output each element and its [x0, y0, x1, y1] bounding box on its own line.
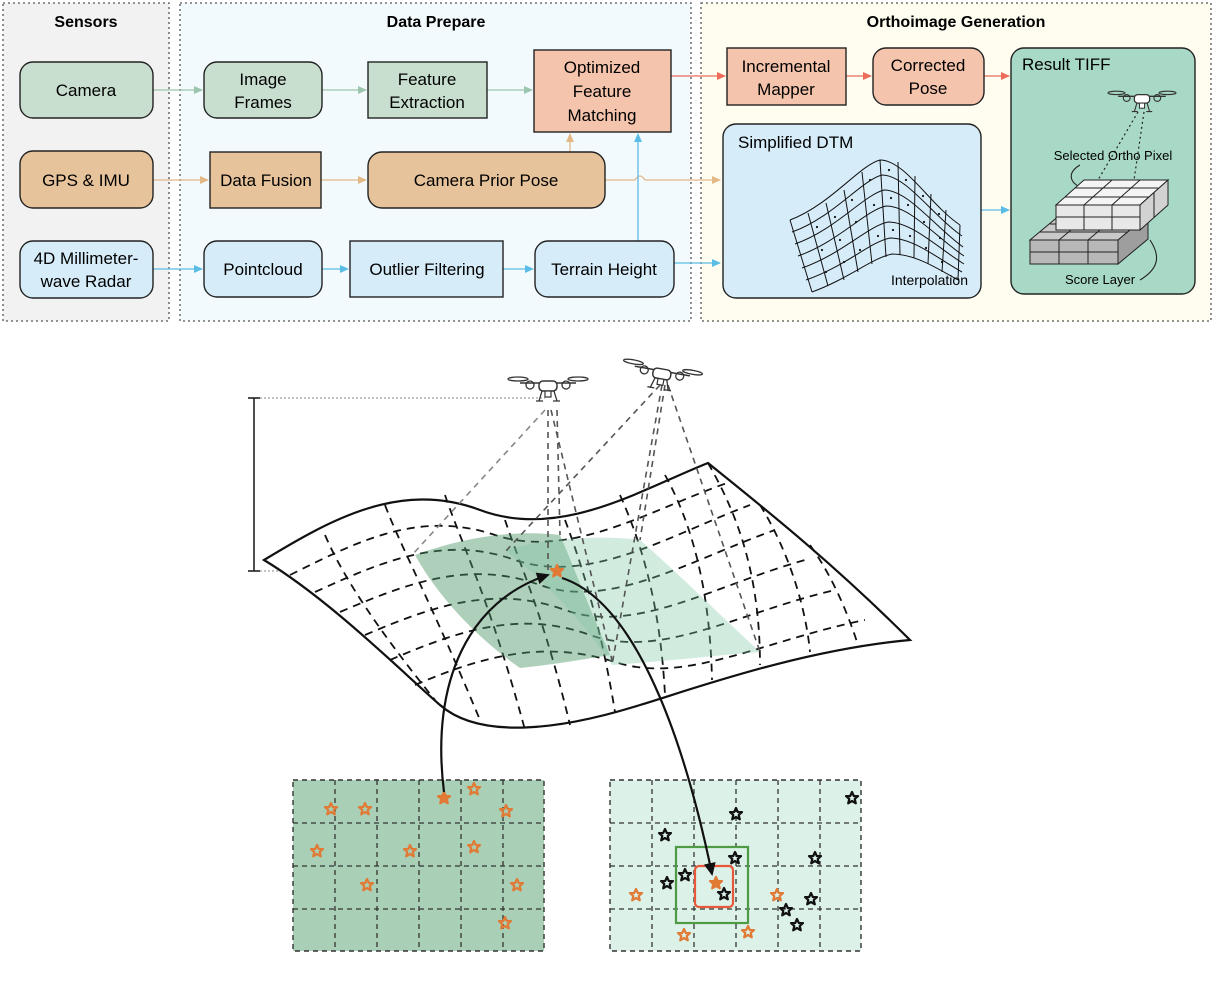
node-label: Mapper [757, 80, 815, 99]
star-icon [509, 877, 525, 892]
star-icon [844, 790, 860, 805]
node-outlier-filtering: Outlier Filtering [349, 240, 504, 298]
node-feature-matching: Optimized Feature Matching [533, 49, 672, 133]
star-icon [716, 886, 732, 901]
star-icon [727, 850, 743, 865]
node-gps-imu: GPS & IMU [19, 150, 154, 209]
node-label: Terrain Height [551, 260, 657, 279]
node-camera: Camera [19, 61, 154, 119]
node-label: 4D Millimeter- [34, 249, 139, 268]
star-icon [497, 915, 513, 930]
callout-line [1139, 239, 1158, 281]
node-corrected-pose: Corrected Pose [872, 47, 985, 106]
node-incremental-mapper: Incremental Mapper [726, 47, 847, 106]
node-feature-extraction: Feature Extraction [367, 61, 488, 119]
star-icon [498, 803, 514, 818]
node-label: Image [239, 70, 286, 89]
star-icon [778, 902, 794, 917]
star-icon [659, 875, 675, 890]
star-icon [708, 875, 724, 890]
tiff-title: Result TIFF [1022, 55, 1110, 74]
tiff-selected-label: Selected Ortho Pixel [1054, 148, 1173, 163]
dtm-title: Simplified DTM [738, 133, 853, 152]
star-icon [657, 827, 673, 842]
camera-footprint-2 [505, 537, 760, 665]
star-icon [803, 891, 819, 906]
node-radar: 4D Millimeter- wave Radar [19, 240, 154, 299]
ray-line [1097, 111, 1139, 181]
node-label: Pointcloud [223, 260, 302, 279]
node-label: Optimized [564, 58, 641, 77]
dtm-mesh [789, 159, 965, 293]
star-icon [549, 563, 565, 578]
star-icon [789, 917, 805, 932]
node-label: Camera [56, 81, 117, 100]
node-label: Corrected [891, 56, 966, 75]
node-data-fusion: Data Fusion [209, 151, 322, 209]
tiff-score-label: Score Layer [1065, 272, 1136, 287]
star-icon [466, 781, 482, 796]
star-icon [357, 801, 373, 816]
drone-icon [507, 376, 589, 402]
result-tiff-panel: Result TIFF Selected Ortho Pixel Scor [1010, 47, 1196, 295]
node-label: Pose [909, 79, 948, 98]
node-camera-prior-pose: Camera Prior Pose [367, 151, 606, 209]
node-label: Matching [568, 106, 637, 125]
node-pointcloud: Pointcloud [203, 240, 323, 298]
node-terrain-height: Terrain Height [534, 240, 675, 298]
star-icon [309, 843, 325, 858]
star-icon [466, 839, 482, 854]
dtm-points [815, 168, 944, 274]
search-window [674, 845, 750, 925]
node-label: Incremental [742, 57, 831, 76]
ortho-title: Orthoimage Generation [867, 14, 1046, 31]
star-icon [769, 887, 785, 902]
star-icon [323, 801, 339, 816]
view-rays [411, 384, 761, 666]
star-icon [402, 843, 418, 858]
feature-stars [309, 563, 860, 942]
node-label: wave Radar [40, 272, 132, 291]
camera-footprint-1 [415, 533, 610, 668]
star-icon [436, 790, 452, 805]
ray-line [1133, 111, 1145, 181]
data-prepare-title: Data Prepare [387, 14, 486, 31]
star-icon [728, 806, 744, 821]
image-grid-right [609, 779, 862, 952]
star-icon [676, 927, 692, 942]
dtm-interpolation-label: Interpolation [891, 272, 968, 288]
score-layer-stack [1028, 178, 1170, 266]
node-label: Feature [398, 70, 457, 89]
star-icon [740, 924, 756, 939]
node-label: Outlier Filtering [369, 260, 484, 279]
node-label: Extraction [389, 93, 465, 112]
projection-arrows [440, 572, 716, 876]
node-label: Camera Prior Pose [414, 171, 559, 190]
star-icon [807, 850, 823, 865]
star-icon [677, 867, 693, 882]
flow-arrows [153, 72, 1010, 273]
node-label: Data Fusion [220, 171, 312, 190]
sensors-title: Sensors [54, 14, 117, 31]
node-label: GPS & IMU [42, 171, 130, 190]
star-icon [628, 887, 644, 902]
node-label: Frames [234, 93, 292, 112]
terrain-surface [261, 461, 913, 731]
node-image-frames: Image Frames [203, 61, 323, 119]
node-label: Feature [573, 82, 632, 101]
dtm-panel: Simplified DTM Interpolation [722, 123, 982, 299]
star-icon [359, 877, 375, 892]
